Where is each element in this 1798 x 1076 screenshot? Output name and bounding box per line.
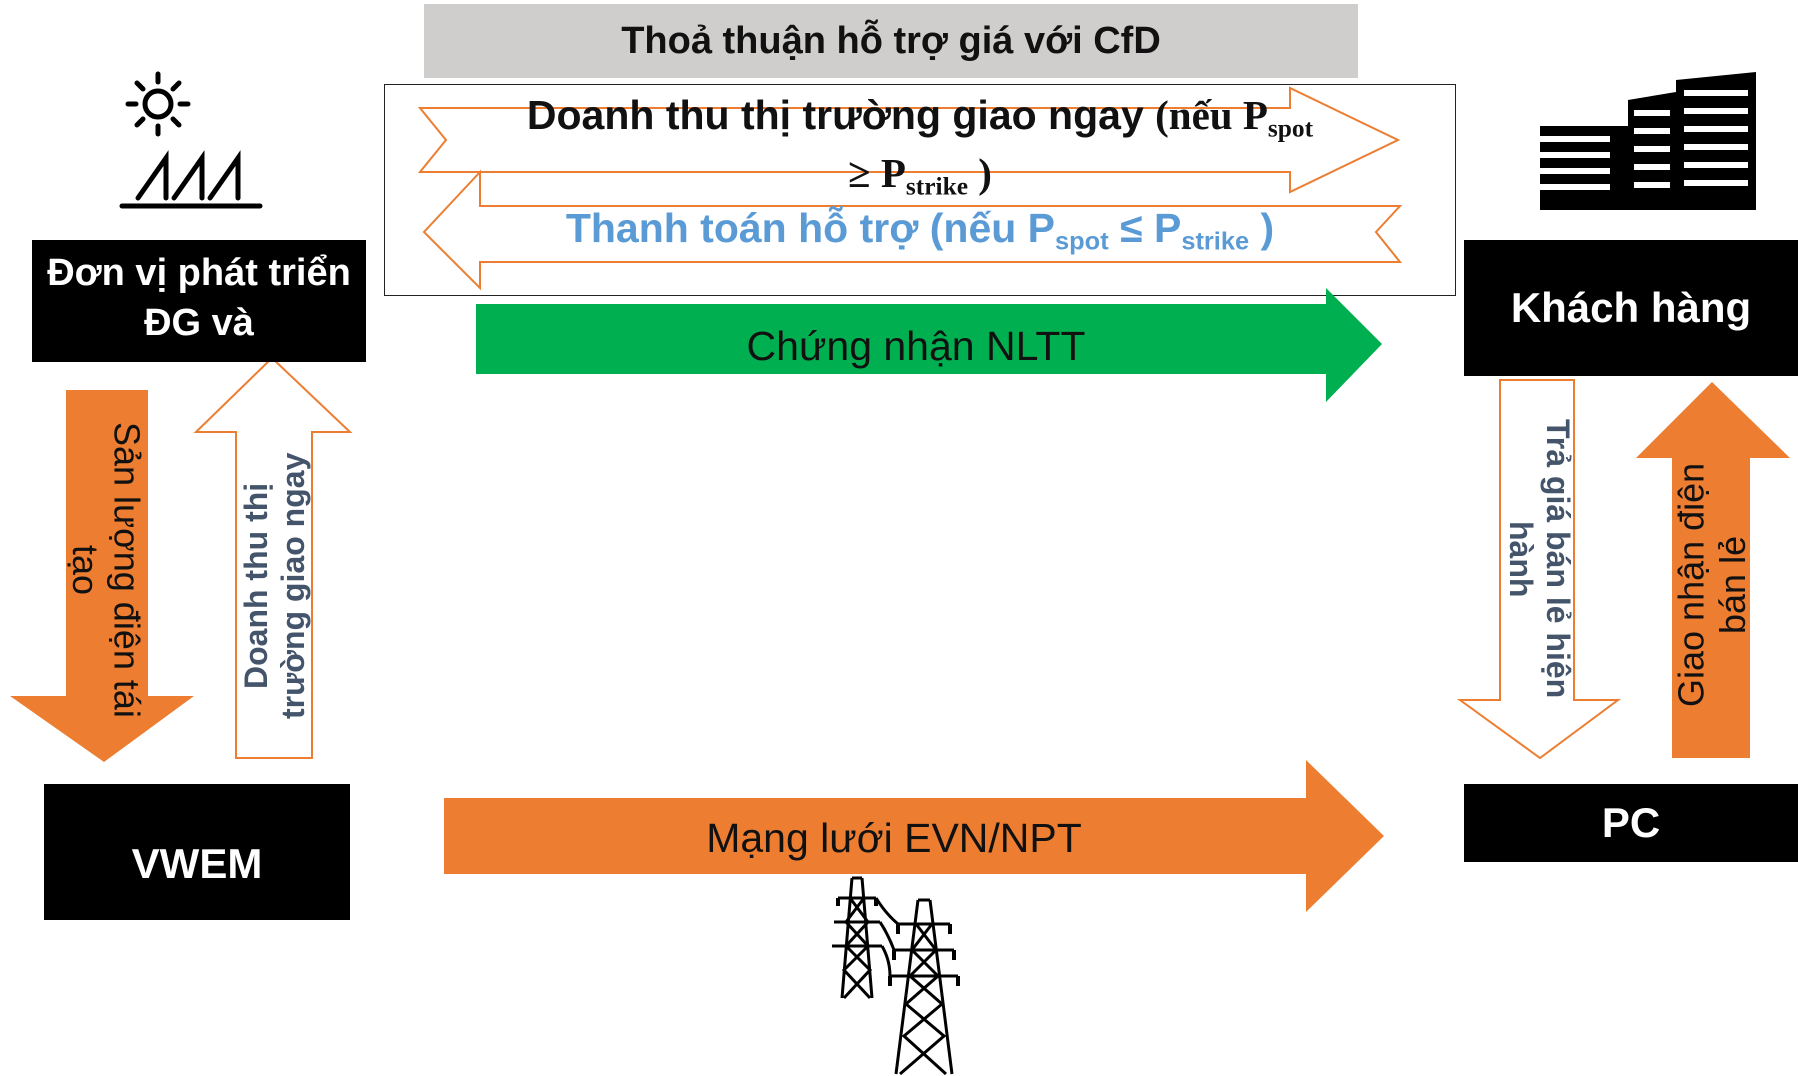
pc-box: PC — [1464, 784, 1798, 862]
revenue-text: Doanh thu thị trường giao ngay (nếu Pspo… — [526, 92, 1314, 201]
grid-label: Mạng lưới EVN/NPT — [706, 814, 1082, 861]
certificate-label: Chứng nhận NLTT — [746, 322, 1086, 369]
developer-box: Đơn vị phát triển ĐG và — [32, 240, 366, 362]
certificate-arrow — [476, 288, 1382, 402]
renewable-output-arrow — [10, 390, 194, 762]
support-outline-arrow — [422, 169, 1403, 291]
cfd-title: Thoả thuận hỗ trợ giá với CfD — [424, 4, 1358, 78]
building-icon — [1540, 72, 1756, 210]
support-text: Thanh toán hỗ trợ (nếu Pspot ≤ Pstrike ) — [565, 205, 1275, 256]
retail-price-arrow — [1456, 379, 1622, 760]
renewable-output-label: Sản lượng điện tái tạo — [65, 422, 148, 718]
cfd-frame — [384, 84, 1456, 296]
retail-price-label: Trả giá bán lẻ hiện hành — [1503, 419, 1576, 699]
revenue-outline-arrow — [417, 86, 1401, 194]
spot-revenue-label: Doanh thu thị trường giao ngay — [238, 452, 311, 720]
vwem-box: VWEM — [44, 784, 350, 920]
customer-box: Khách hàng — [1464, 240, 1798, 376]
spot-revenue-arrow — [193, 356, 353, 759]
retail-delivery-arrow — [1636, 382, 1790, 758]
solar-panel-icon — [119, 71, 263, 209]
transmission-tower-icon — [832, 876, 960, 1076]
retail-delivery-label: Giao nhận điện bán lẻ — [1670, 462, 1753, 708]
grid-arrow — [444, 760, 1384, 912]
